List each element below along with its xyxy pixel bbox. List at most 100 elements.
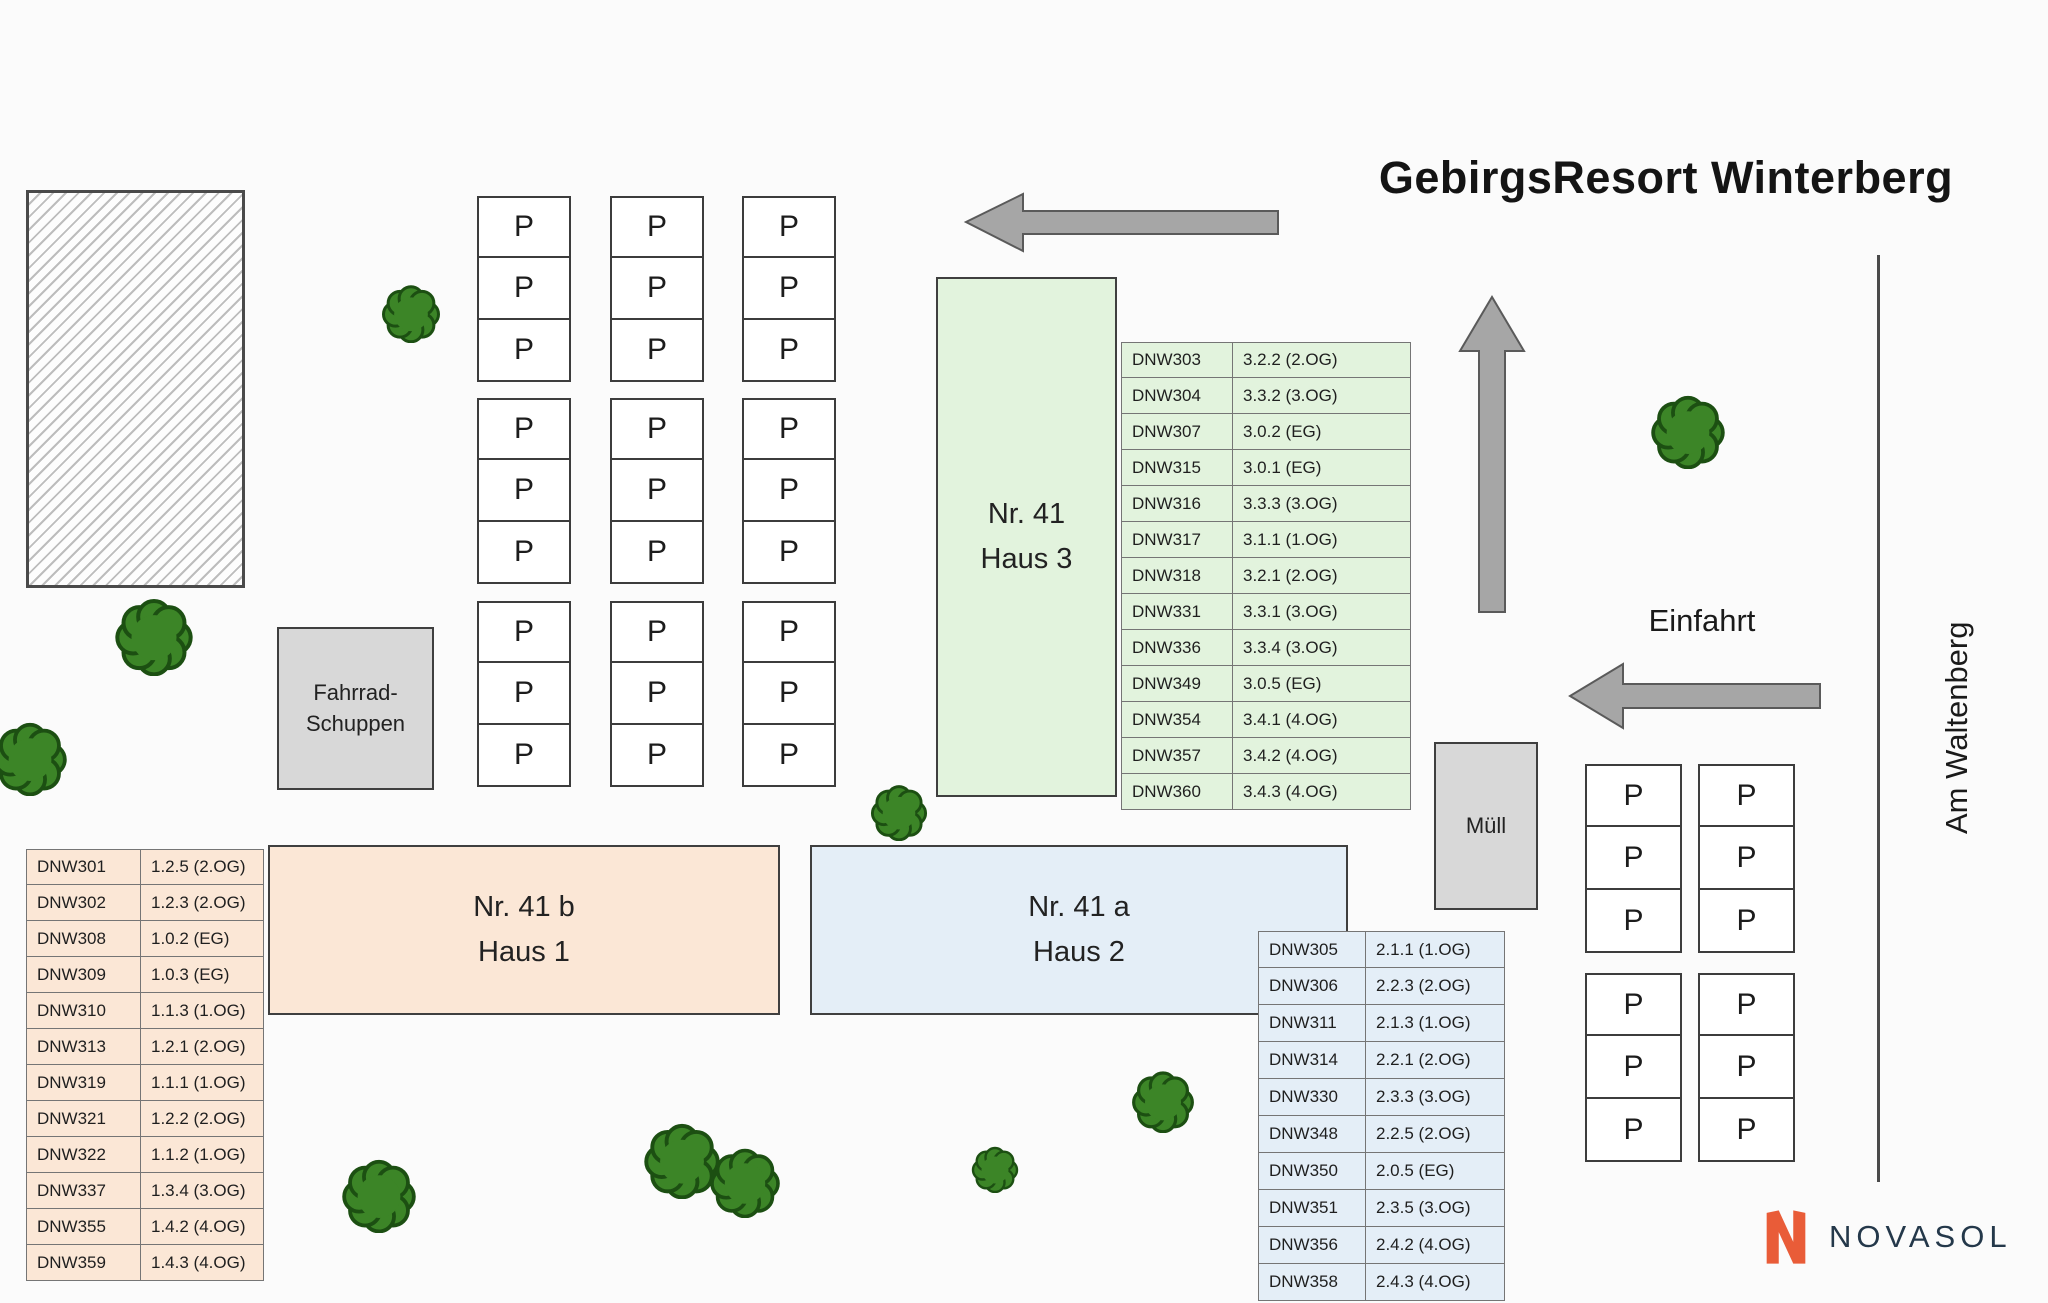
apartment-row: DNW310 1.1.3 (1.OG) [26,993,264,1029]
parking-group: P P P [610,196,704,382]
parking-space: P [477,460,571,522]
apartment-row: DNW356 2.4.2 (4.OG) [1258,1227,1505,1264]
apartment-unit: 3.2.2 (2.OG) [1233,342,1411,378]
page-title: GebirgsResort Winterberg [1378,152,1954,203]
parking-group: P P P [1585,764,1682,953]
arrow-up-icon [1458,295,1526,613]
apartment-row: DNW301 1.2.5 (2.OG) [26,849,264,885]
apartment-row: DNW311 2.1.3 (1.OG) [1258,1005,1505,1042]
parking-space: P [742,258,836,320]
tree-icon [114,596,194,676]
apartment-unit: 1.0.3 (EG) [141,957,264,993]
apartment-unit: 1.2.1 (2.OG) [141,1029,264,1065]
apartment-code: DNW315 [1121,450,1233,486]
apartment-row: DNW330 2.3.3 (3.OG) [1258,1079,1505,1116]
trash-area: Müll [1434,742,1538,910]
apartment-row: DNW336 3.3.4 (3.OG) [1121,630,1411,666]
street-line [1877,255,1880,1182]
tree-icon [341,1157,417,1233]
apartment-unit: 3.1.1 (1.OG) [1233,522,1411,558]
apartment-unit: 3.2.1 (2.OG) [1233,558,1411,594]
building-haus3-number: Nr. 41 [987,498,1066,531]
apartment-row: DNW319 1.1.1 (1.OG) [26,1065,264,1101]
building-haus3-name: Haus 3 [980,543,1073,575]
apartment-row: DNW305 2.1.1 (1.OG) [1258,931,1505,968]
parking-space: P [1585,973,1682,1036]
apartment-row: DNW302 1.2.3 (2.OG) [26,885,264,921]
apartment-code: DNW306 [1258,968,1366,1005]
apartment-row: DNW303 3.2.2 (2.OG) [1121,342,1411,378]
apartment-unit: 2.2.1 (2.OG) [1366,1042,1505,1079]
apartment-row: DNW351 2.3.5 (3.OG) [1258,1190,1505,1227]
parking-group: P P P [1698,973,1795,1162]
building-haus2-name: Haus 2 [1033,936,1125,968]
apartment-code: DNW330 [1258,1079,1366,1116]
apartment-table-haus2: DNW305 2.1.1 (1.OG) DNW306 2.2.3 (2.OG) … [1258,931,1505,1301]
apartment-row: DNW316 3.3.3 (3.OG) [1121,486,1411,522]
apartment-unit: 2.2.3 (2.OG) [1366,968,1505,1005]
parking-space: P [477,398,571,460]
parking-space: P [610,601,704,663]
parking-space: P [742,522,836,584]
apartment-code: DNW314 [1258,1042,1366,1079]
apartment-code: DNW307 [1121,414,1233,450]
apartment-row: DNW357 3.4.2 (4.OG) [1121,738,1411,774]
apartment-row: DNW309 1.0.3 (EG) [26,957,264,993]
apartment-row: DNW350 2.0.5 (EG) [1258,1153,1505,1190]
parking-space: P [610,258,704,320]
apartment-code: DNW348 [1258,1116,1366,1153]
arrow-left-icon [963,192,1279,253]
apartment-unit: 1.1.2 (1.OG) [141,1137,264,1173]
apartment-code: DNW354 [1121,702,1233,738]
parking-space: P [742,663,836,725]
bike-shed-label-line1: Fahrrad- [313,679,398,705]
apartment-unit: 2.2.5 (2.OG) [1366,1116,1505,1153]
apartment-unit: 1.2.5 (2.OG) [141,849,264,885]
apartment-unit: 3.4.1 (4.OG) [1233,702,1411,738]
apartment-table-haus1: DNW301 1.2.5 (2.OG) DNW302 1.2.3 (2.OG) … [26,849,264,1281]
apartment-unit: 2.3.5 (3.OG) [1366,1190,1505,1227]
parking-space: P [1698,827,1795,890]
apartment-row: DNW315 3.0.1 (EG) [1121,450,1411,486]
apartment-unit: 3.3.1 (3.OG) [1233,594,1411,630]
apartment-row: DNW313 1.2.1 (2.OG) [26,1029,264,1065]
apartment-row: DNW355 1.4.2 (4.OG) [26,1209,264,1245]
apartment-code: DNW301 [26,849,141,885]
tree-icon [870,783,928,841]
tree-icon [0,720,68,796]
parking-space: P [1698,973,1795,1036]
novasol-icon [1766,1210,1806,1264]
apartment-row: DNW331 3.3.1 (3.OG) [1121,594,1411,630]
parking-space: P [1585,1099,1682,1162]
apartment-code: DNW355 [26,1209,141,1245]
apartment-unit: 2.4.2 (4.OG) [1366,1227,1505,1264]
building-haus2-number: Nr. 41 a [1028,891,1130,924]
parking-space: P [610,725,704,787]
tree-icon [971,1145,1019,1193]
apartment-row: DNW349 3.0.5 (EG) [1121,666,1411,702]
apartment-unit: 3.4.3 (4.OG) [1233,774,1411,810]
apartment-row: DNW321 1.2.2 (2.OG) [26,1101,264,1137]
parking-space: P [610,398,704,460]
apartment-code: DNW313 [26,1029,141,1065]
parking-group: P P P [477,601,571,787]
brand-logo: NOVASOL [1757,1208,2012,1266]
parking-space: P [1585,764,1682,827]
parking-group: P P P [610,398,704,584]
apartment-unit: 1.4.3 (4.OG) [141,1245,264,1281]
apartment-row: DNW317 3.1.1 (1.OG) [1121,522,1411,558]
apartment-code: DNW316 [1121,486,1233,522]
apartment-unit: 2.1.1 (1.OG) [1366,931,1505,968]
apartment-code: DNW359 [26,1245,141,1281]
parking-space: P [477,196,571,258]
apartment-unit: 3.0.5 (EG) [1233,666,1411,702]
apartment-unit: 1.1.3 (1.OG) [141,993,264,1029]
parking-space: P [1585,827,1682,890]
street-name: Am Waltenberg [1939,621,1974,834]
apartment-code: DNW321 [26,1101,141,1137]
apartment-code: DNW303 [1121,342,1233,378]
building-haus1-name: Haus 1 [478,936,570,968]
apartment-code: DNW356 [1258,1227,1366,1264]
parking-space: P [610,196,704,258]
apartment-row: DNW308 1.0.2 (EG) [26,921,264,957]
